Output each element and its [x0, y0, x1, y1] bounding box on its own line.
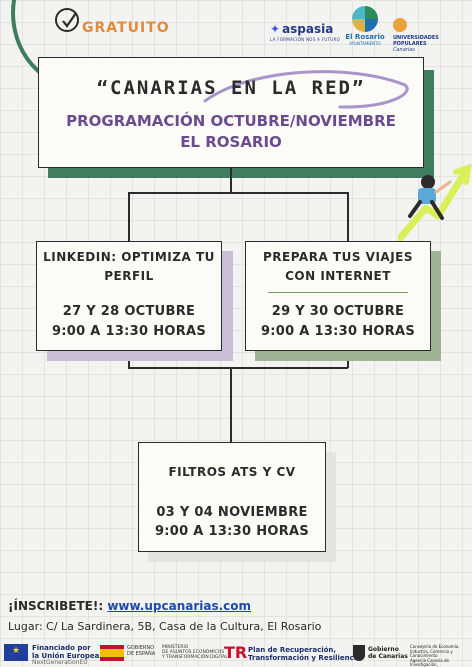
spain-flag-icon	[100, 645, 124, 661]
dashed-divider	[268, 292, 408, 293]
connector-line	[128, 192, 130, 242]
signup-link[interactable]: www.upcanarias.com	[107, 599, 252, 613]
workshop-hours: 9:00 A 13:30 HORAS	[154, 524, 310, 539]
connector-line	[230, 168, 232, 192]
plan-recuperacion-logo-icon: TR	[224, 643, 248, 662]
el-rosario-emblem-icon	[352, 6, 378, 32]
check-circle-icon	[55, 8, 79, 32]
eu-funding-text: Financiado por la Unión Europea NextGene…	[32, 644, 100, 667]
ministerio-text: MINISTERIO DE ASUNTOS ECONÓMICOS Y TRANS…	[162, 645, 228, 661]
workshop-dates: 03 Y 04 NOVIEMBRE	[156, 505, 308, 520]
workshop-dates: 29 Y 30 OCTUBRE	[271, 304, 405, 319]
person-illustration	[398, 163, 472, 242]
connector-line	[347, 192, 349, 242]
up-circle-icon	[393, 17, 407, 32]
canarias-shield-icon	[353, 645, 365, 661]
main-title: “CANARIAS EN LA RED”	[96, 77, 366, 99]
connector-line	[128, 192, 348, 194]
free-badge: GRATUITO	[82, 20, 170, 36]
workshop-card-linkedin	[36, 241, 222, 351]
workshop-title: FILTROS ATS Y CV	[168, 465, 296, 479]
workshop-hours: 9:00 A 13:30 HORAS	[260, 324, 416, 339]
aspasia-logo: ✦aspasia LA FORMACIÓN NOS A FUTURO	[270, 22, 341, 42]
program-subtitle: PROGRAMACIÓN OCTUBRE/NOVIEMBRE	[66, 112, 396, 130]
workshop-hours: 9:00 A 13:30 HORAS	[51, 324, 207, 339]
scribble-decoration	[203, 70, 409, 109]
connector-line	[128, 367, 348, 369]
plan-recuperacion-text: Plan de Recuperación, Transformación y R…	[248, 646, 361, 663]
location-subtitle: EL ROSARIO	[180, 133, 282, 151]
signup-line: ¡ÍNSCRIBETE!: www.upcanarias.com	[8, 599, 252, 613]
venue-address: Lugar: C/ La Sardinera, 5B, Casa de la C…	[8, 620, 322, 633]
workshop-card-filtros	[138, 442, 326, 552]
workshop-title: PREPARA TUS VIAJES CON INTERNET	[262, 250, 413, 283]
workshop-dates: 27 Y 28 OCTUBRE	[62, 304, 196, 319]
workshop-card-viajes	[245, 241, 431, 351]
connector-line	[230, 367, 232, 443]
el-rosario-logo: El Rosario AYUNTAMIENTO	[343, 6, 387, 46]
aspasia-star-icon: ✦	[270, 22, 281, 36]
workshop-title: LINKEDIN: OPTIMIZA TU PERFIL	[43, 250, 215, 283]
title-box	[38, 57, 424, 168]
consejeria-text: Consejería de Economía, Industria, Comer…	[410, 644, 460, 667]
gobierno-canarias-text: Gobierno de Canarias	[368, 646, 408, 660]
eu-flag-icon: ★	[4, 644, 28, 661]
gobierno-espana-text: GOBIERNO DE ESPAÑA	[127, 645, 156, 657]
